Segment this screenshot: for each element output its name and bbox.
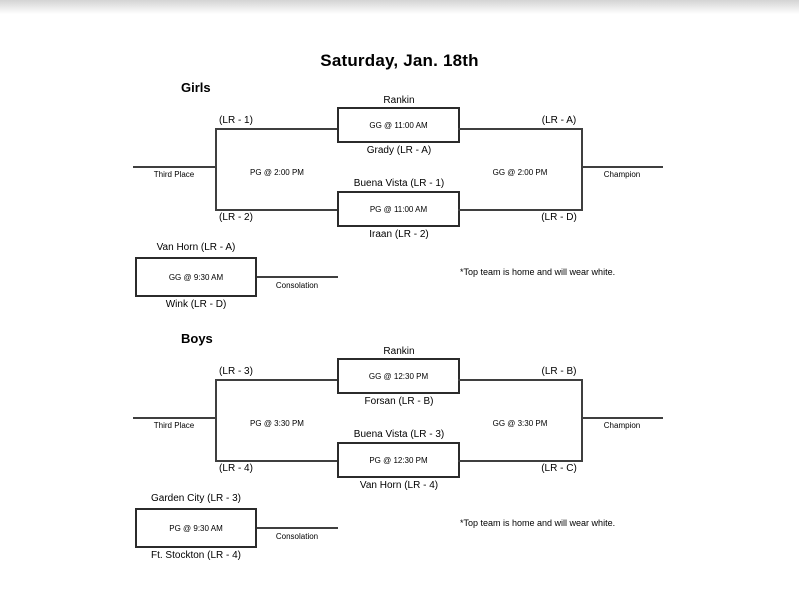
girls-line-bottom-right (458, 209, 583, 211)
boys-semi-bottom-game-box: PG @ 12:30 PM (337, 442, 460, 478)
boys-third-place-label: Third Place (153, 421, 195, 430)
boys-semi-top-game-time: GG @ 12:30 PM (368, 371, 429, 381)
boys-consolation-home-team: Garden City (LR - 3) (150, 493, 242, 504)
boys-line-bottom-right (458, 460, 583, 462)
girls-line-top-right (458, 128, 583, 130)
girls-semi-bottom-game-box: PG @ 11:00 AM (337, 191, 460, 227)
boys-home-team-note: *Top team is home and will wear white. (460, 518, 616, 528)
boys-heading: Boys (181, 331, 213, 346)
girls-semi-bottom-away-team: Iraan (LR - 2) (369, 229, 429, 240)
boys-right-vertical (581, 379, 583, 462)
girls-line-bottom-left (215, 209, 337, 211)
girls-semi-bottom-home-team: Buena Vista (LR - 1) (353, 178, 445, 189)
boys-semi-bottom-home-team: Buena Vista (LR - 3) (353, 429, 445, 440)
girls-champion-label: Champion (603, 170, 641, 179)
girls-third-place-line (133, 166, 215, 168)
girls-semi-bottom-game-time: PG @ 11:00 AM (369, 204, 428, 214)
boys-seed-bottom-left: (LR - 4) (219, 463, 253, 474)
girls-semi-top-away-team: Grady (LR - A) (366, 145, 432, 156)
boys-champion-label: Champion (603, 421, 641, 430)
boys-seed-bottom-right: (LR - C) (541, 463, 577, 474)
page-title: Saturday, Jan. 18th (320, 51, 479, 70)
boys-semi-top-away-team: Forsan (LR - B) (364, 396, 434, 407)
boys-seed-top-left: (LR - 3) (219, 366, 253, 377)
boys-seed-top-right: (LR - B) (541, 366, 577, 377)
window-top-fade (0, 0, 799, 14)
girls-seed-top-right: (LR - A) (541, 115, 577, 126)
girls-consolation-home-team: Van Horn (LR - A) (156, 242, 236, 253)
girls-third-place-label: Third Place (153, 170, 195, 179)
girls-semi-top-game-box: GG @ 11:00 AM (337, 107, 460, 143)
girls-consolation-label: Consolation (275, 281, 319, 290)
boys-consolation-label: Consolation (275, 532, 319, 541)
boys-championship-game-time: GG @ 3:30 PM (492, 419, 548, 428)
boys-line-bottom-left (215, 460, 337, 462)
boys-champion-line (583, 417, 663, 419)
girls-championship-game-time: GG @ 2:00 PM (492, 168, 548, 177)
girls-seed-bottom-right: (LR - D) (541, 212, 577, 223)
girls-semi-top-home-team: Rankin (383, 95, 415, 106)
boys-bracket: Boys Rankin GG @ 12:30 PM Forsan (LR - B… (0, 329, 799, 569)
girls-consolation-game-time: GG @ 9:30 AM (168, 272, 224, 282)
girls-home-team-note: *Top team is home and will wear white. (460, 267, 616, 277)
girls-semi-top-game-time: GG @ 11:00 AM (369, 120, 428, 130)
boys-semi-bottom-away-team: Van Horn (LR - 4) (359, 480, 439, 491)
girls-consolation-away-team: Wink (LR - D) (165, 299, 227, 310)
boys-consolation-line (257, 527, 338, 529)
girls-seed-bottom-left: (LR - 2) (219, 212, 253, 223)
boys-left-vertical (215, 379, 217, 462)
boys-semi-top-home-team: Rankin (383, 346, 415, 357)
boys-line-top-left (215, 379, 337, 381)
girls-line-top-left (215, 128, 337, 130)
boys-consolation-game-box: PG @ 9:30 AM (135, 508, 257, 548)
boys-third-place-line (133, 417, 215, 419)
girls-third-place-game-time: PG @ 2:00 PM (250, 168, 304, 177)
boys-consolation-game-time: PG @ 9:30 AM (169, 523, 223, 533)
girls-seed-top-left: (LR - 1) (219, 115, 253, 126)
girls-consolation-line (257, 276, 338, 278)
boys-semi-top-game-box: GG @ 12:30 PM (337, 358, 460, 394)
girls-heading: Girls (181, 80, 211, 95)
boys-third-place-game-time: PG @ 3:30 PM (250, 419, 304, 428)
boys-consolation-away-team: Ft. Stockton (LR - 4) (150, 550, 242, 561)
girls-bracket: Girls Rankin GG @ 11:00 AM Grady (LR - A… (0, 78, 799, 318)
girls-left-vertical (215, 128, 217, 211)
boys-semi-bottom-game-time: PG @ 12:30 PM (369, 455, 428, 465)
girls-consolation-game-box: GG @ 9:30 AM (135, 257, 257, 297)
boys-line-top-right (458, 379, 583, 381)
girls-right-vertical (581, 128, 583, 211)
girls-champion-line (583, 166, 663, 168)
